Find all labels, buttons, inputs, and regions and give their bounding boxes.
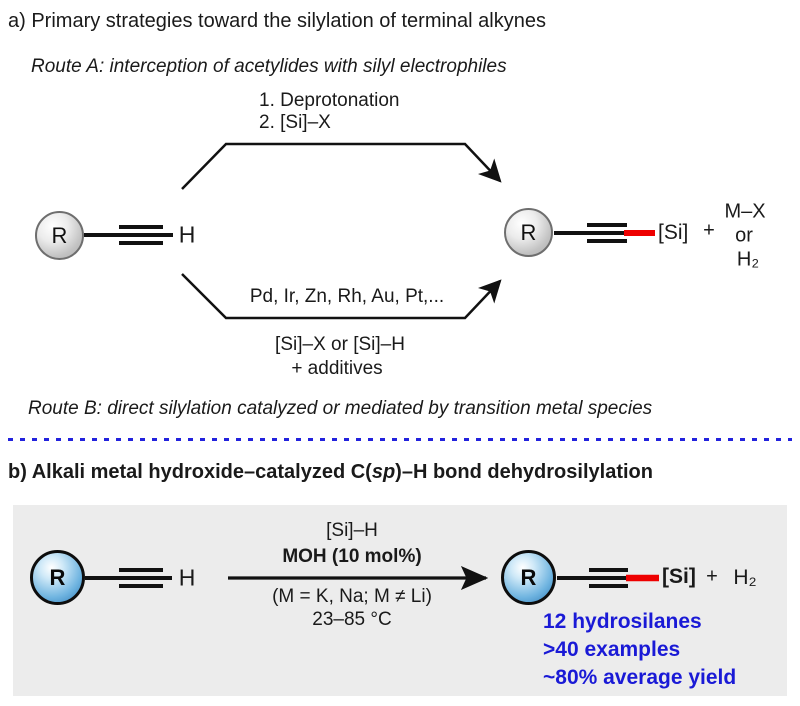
condition-metal-scope: (M = K, Na; M ≠ Li) <box>272 586 432 607</box>
highlight-examples: >40 examples <box>543 638 681 661</box>
condition-silane: [Si]–H <box>326 520 378 541</box>
route-a-step2: 2. [Si]–X <box>259 112 331 133</box>
terminal-h-label-b: H <box>178 564 196 591</box>
r-group-label: R <box>520 219 537 245</box>
byproduct-h2: H₂ <box>736 248 760 271</box>
highlight-average-yield: ~80% average yield <box>543 666 737 689</box>
byproduct-mx: M–X <box>724 200 766 223</box>
product-a-substituent-sphere: R <box>504 208 553 257</box>
condition-catalyst: MOH (10 mol%) <box>282 546 422 567</box>
route-b-additives: + additives <box>291 358 383 379</box>
plus-sign-b: + <box>706 565 718 588</box>
route-a-label: Route A: interception of acetylides with… <box>31 56 507 77</box>
reactant-b-substituent-sphere: R <box>30 550 85 605</box>
silyl-group-label-b: [Si] <box>662 565 696 588</box>
scheme-a-graphics <box>84 142 655 320</box>
section-b-title-prefix: b) Alkali metal hydroxide–catalyzed C( <box>8 461 372 483</box>
condition-temperature: 23–85 °C <box>312 609 392 630</box>
route-b-catalysts: Pd, Ir, Zn, Rh, Au, Pt,... <box>249 286 445 307</box>
plus-sign-a: + <box>703 219 715 242</box>
highlight-hydrosilanes: 12 hydrosilanes <box>543 610 702 633</box>
byproduct-or: or <box>735 224 753 247</box>
route-b-arrow <box>181 273 502 320</box>
h2-byproduct-label: H₂ <box>733 566 757 589</box>
section-b-title-sp: sp <box>371 461 396 483</box>
route-b-reagents: [Si]–X or [Si]–H <box>275 334 405 355</box>
dotted-divider <box>8 438 792 441</box>
silyl-group-label-a: [Si] <box>658 221 689 244</box>
reactant-a-substituent-sphere: R <box>35 211 84 260</box>
scheme-b-graphics <box>85 566 659 590</box>
section-b-title-suffix: )–H bond dehydrosilylation <box>395 461 653 483</box>
section-b-panel <box>13 505 787 696</box>
r-group-label: R <box>520 564 537 590</box>
section-b-title: b) Alkali metal hydroxide–catalyzed C(sp… <box>8 461 653 484</box>
route-a-step1: 1. Deprotonation <box>259 90 400 111</box>
product-b-substituent-sphere: R <box>501 550 556 605</box>
route-a-arrow <box>181 142 502 190</box>
r-group-label: R <box>49 564 66 590</box>
result-highlights: 12 hydrosilanes >40 examples ~80% averag… <box>543 608 736 692</box>
terminal-h-label-a: H <box>178 221 196 248</box>
section-a-title: a) Primary strategies toward the silylat… <box>8 10 546 32</box>
r-group-label: R <box>51 222 68 248</box>
route-b-label: Route B: direct silylation catalyzed or … <box>28 398 653 419</box>
